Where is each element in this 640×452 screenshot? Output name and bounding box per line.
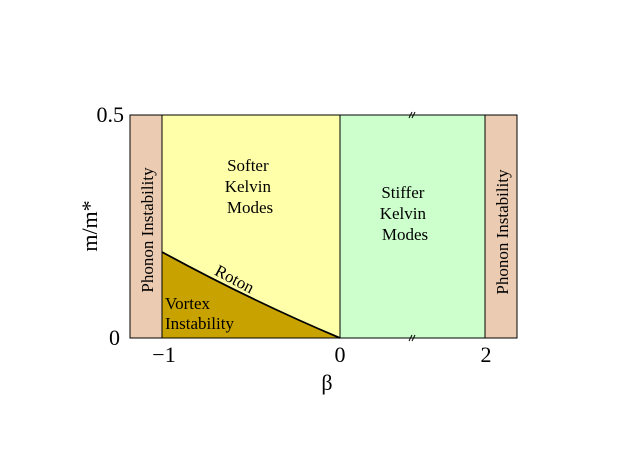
x-tick-label: 0 (335, 342, 346, 367)
y-tick-label: 0.5 (97, 102, 125, 127)
y-axis-label: m/m* (77, 200, 102, 251)
phonon-instability-label-right: Phonon Instability (493, 169, 512, 295)
x-tick-label: 2 (481, 342, 492, 367)
x-tick-label: −1 (152, 342, 175, 367)
axis-break-bottom (408, 334, 416, 342)
vortex-instability-region (162, 252, 340, 338)
phonon-instability-label-left: Phonon Instability (138, 167, 157, 293)
roton-curve (161, 251, 341, 339)
stiffer-kelvin-modes-label: Stiffer Kelvin Modes (380, 183, 431, 244)
plot-frame (129, 114, 518, 339)
softer-kelvin-modes-label: Softer Kelvin Modes (225, 156, 276, 217)
x-axis-label: β (321, 370, 332, 395)
stiffer-kelvin-region (340, 115, 485, 338)
phonon-region-left (130, 115, 162, 338)
axis-break-top (408, 111, 416, 119)
y-tick-label: 0 (109, 325, 120, 350)
phonon-region-right (485, 115, 517, 338)
ticks (130, 114, 486, 339)
vortex-instability-label: Vortex Instability (165, 294, 234, 333)
